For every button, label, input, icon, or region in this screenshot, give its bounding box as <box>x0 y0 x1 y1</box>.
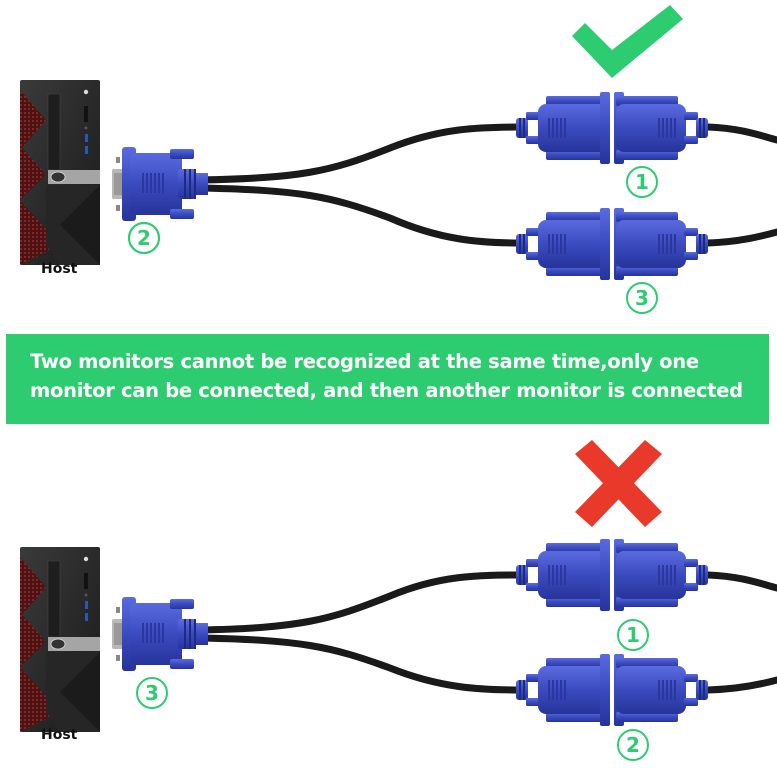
correct-connection-diagram: Host ② 2 1 3 <box>0 0 777 330</box>
host-computer <box>19 79 101 266</box>
connector-number-badge: 1 <box>617 619 649 651</box>
connector-number-badge: 3 <box>136 677 168 709</box>
cross-mark-icon <box>575 440 662 527</box>
connector-number-badge: 3 <box>626 282 658 314</box>
banner-line-1: Two monitors cannot be recognized at the… <box>30 350 699 373</box>
host-label: Host <box>41 727 78 743</box>
info-banner: Two monitors cannot be recognized at the… <box>6 334 769 424</box>
y-splitter-cable <box>196 571 777 694</box>
host-label: Host <box>41 261 78 277</box>
vga-male-plug <box>112 147 208 221</box>
connector-number-badge: 2 <box>617 729 649 761</box>
host-computer <box>19 546 101 733</box>
check-mark-icon <box>572 5 683 78</box>
vga-male-plug <box>112 597 208 671</box>
connector-number-badge: 2 <box>128 222 160 254</box>
connector-number-badge: 1 <box>626 166 658 198</box>
vga-coupler-lower <box>516 208 708 280</box>
banner-line-2: monitor can be connected, and then anoth… <box>30 379 743 402</box>
vga-coupler-upper <box>516 539 708 611</box>
incorrect-connection-diagram: Host 3 1 2 <box>0 432 777 777</box>
vga-coupler-upper <box>516 92 708 164</box>
y-splitter-cable <box>196 123 777 247</box>
vga-coupler-lower <box>516 654 708 726</box>
